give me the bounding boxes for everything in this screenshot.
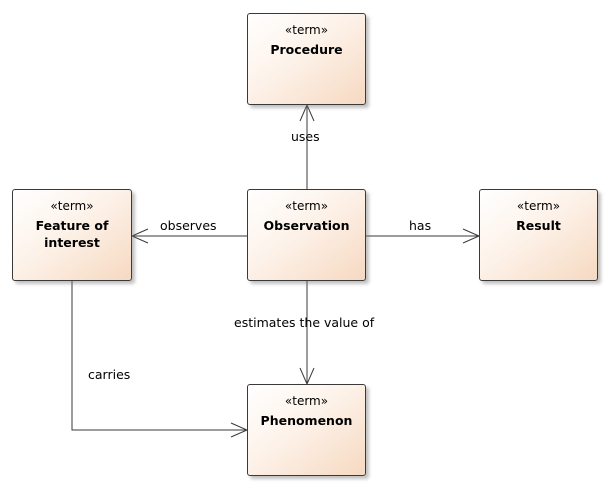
edge-label-observes: observes bbox=[160, 218, 217, 233]
node-stereotype: «term» bbox=[284, 394, 329, 408]
edge-label-carries: carries bbox=[88, 367, 131, 382]
edge-observes-arrowhead bbox=[130, 228, 149, 244]
node-name: Observation bbox=[263, 218, 350, 233]
node-stereotype: «term» bbox=[50, 199, 94, 213]
edge-label-uses: uses bbox=[291, 129, 320, 144]
node-name: Procedure bbox=[270, 42, 343, 57]
node-stereotype: «term» bbox=[516, 199, 561, 213]
node-name: Phenomenon bbox=[260, 413, 353, 428]
node-stereotype: «term» bbox=[284, 199, 329, 213]
node-feature-of-interest[interactable]: «term» Feature of interest bbox=[12, 189, 132, 281]
node-procedure[interactable]: «term» Procedure bbox=[247, 13, 366, 105]
node-result[interactable]: «term» Result bbox=[479, 189, 598, 281]
node-stereotype: «term» bbox=[284, 23, 329, 37]
edge-uses-arrowhead bbox=[299, 103, 315, 122]
node-name: Result bbox=[516, 218, 561, 233]
edge-carries bbox=[71, 281, 247, 431]
edge-label-estimates: estimates the value of bbox=[234, 315, 375, 330]
node-name: Feature of interest bbox=[35, 218, 109, 250]
edge-label-has: has bbox=[409, 218, 432, 233]
node-observation[interactable]: «term» Observation bbox=[247, 189, 366, 281]
node-phenomenon[interactable]: «term» Phenomenon bbox=[247, 384, 366, 476]
